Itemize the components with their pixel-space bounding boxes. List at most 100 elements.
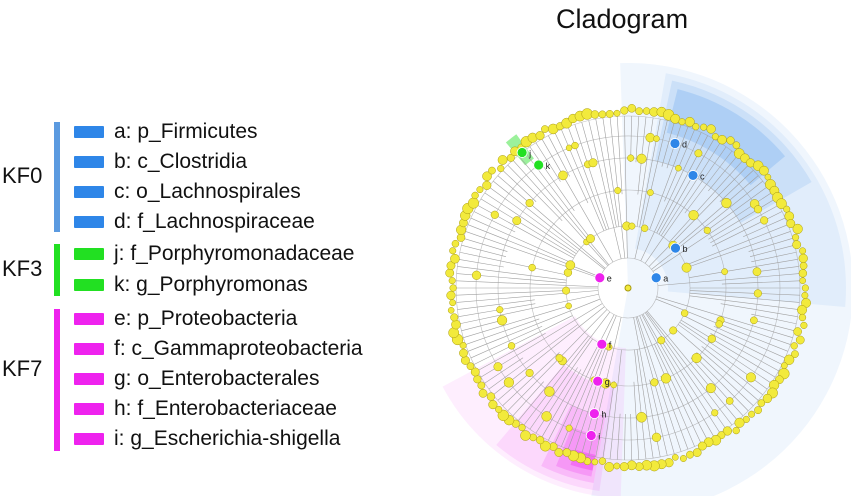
leaf-node [697,441,707,451]
branch-line [708,198,776,240]
legend-entry-j: j: f_Porphyromonadaceae [74,239,355,269]
branch-line [461,244,507,257]
inner-node [558,170,568,181]
leaf-node [613,109,621,117]
branch-line [693,354,749,412]
inner-node [721,268,728,275]
leaf-node [798,313,807,322]
inner-node [657,336,666,345]
leaf-node [686,450,694,459]
leaf-node [450,253,460,264]
legend-entry-k: k: g_Porphyromonas [74,270,308,300]
leaf-node [598,110,607,119]
leaf-node [800,321,808,329]
branch-line [701,346,763,396]
group-label-kf3: KF3 [2,256,43,281]
inner-node [565,424,573,432]
inner-node [715,320,723,328]
inner-node [760,216,769,225]
leaf-node [450,313,459,322]
branch-line [554,343,602,444]
branch-line [710,333,779,372]
leaf-node [613,462,621,470]
leaf-node [700,123,708,131]
leaf-node [670,113,681,124]
inner-node [628,222,636,230]
leaf-node [726,136,735,145]
swatch-kf7 [74,373,104,385]
biomarker-node-i [585,430,597,441]
branch-line [512,381,544,417]
branch-line [751,313,797,325]
inner-node [565,302,572,310]
inner-node [703,226,711,234]
leaf-node [451,319,461,330]
legend-entry-label: g: o_Enterobacterales [114,367,320,390]
legend-entry-label: c: o_Lachnospirales [114,180,301,203]
leaf-node [477,381,486,390]
clade-highlight-a [591,63,851,496]
inner-node [651,432,662,442]
branch-line [689,290,800,296]
branch-line [561,129,605,231]
branch-line [716,318,791,345]
inner-node [691,353,702,364]
leaf-node [635,107,643,116]
biomarker-label-j: j [528,148,531,158]
branch-line [689,295,799,310]
inner-node [705,383,716,394]
leaf-node [495,405,503,414]
leaf-node [497,409,509,422]
branch-line [548,135,570,177]
leaf-node [605,110,614,118]
branch-line [529,338,593,430]
leaf-node [451,239,460,248]
leaf-node [732,141,741,150]
biomarker-label-k: k [546,161,551,171]
inner-node [586,234,595,243]
branch-line [588,120,622,259]
branch-line [642,313,715,438]
branch-line [749,244,795,257]
inner-node [675,164,682,172]
inner-node [669,326,678,335]
branch-line [690,357,744,417]
leaf-node [448,277,456,285]
biomarker-label-i: i [598,431,600,441]
leaf-node [776,198,787,209]
inner-node [753,289,762,298]
branch-line [554,132,589,204]
branch-line [574,124,610,230]
branch-line [523,311,611,426]
branch-line [473,211,516,233]
inner-node [694,149,703,158]
inner-node [565,260,576,270]
leaf-node [506,153,515,162]
inner-node [750,316,758,325]
biomarker-node-f [596,338,608,350]
branch-line [518,335,589,421]
leaf-node [754,406,762,415]
inner-node [647,189,654,196]
leaf-node [466,362,475,371]
leaf-node [798,253,808,263]
branch-line [473,315,573,365]
branch-line [541,369,582,438]
root-node [624,284,632,292]
legend-entry-label: j: f_Porphyromonadaceae [114,242,355,265]
leaf-node [467,197,480,209]
leaf-node [706,124,716,134]
leaf-node [790,342,798,350]
leaf-node [798,269,808,278]
biomarker-label-b: b [682,244,687,254]
leaf-node [793,327,802,336]
leaf-node [535,131,545,141]
group-label-kf0: KF0 [2,163,43,188]
branch-line [742,217,786,238]
leaf-node [488,400,498,410]
branch-line [457,266,567,281]
branch-line [630,413,632,460]
leaf-node [591,458,599,466]
leaf-node [562,448,572,457]
branch-line [609,349,622,460]
